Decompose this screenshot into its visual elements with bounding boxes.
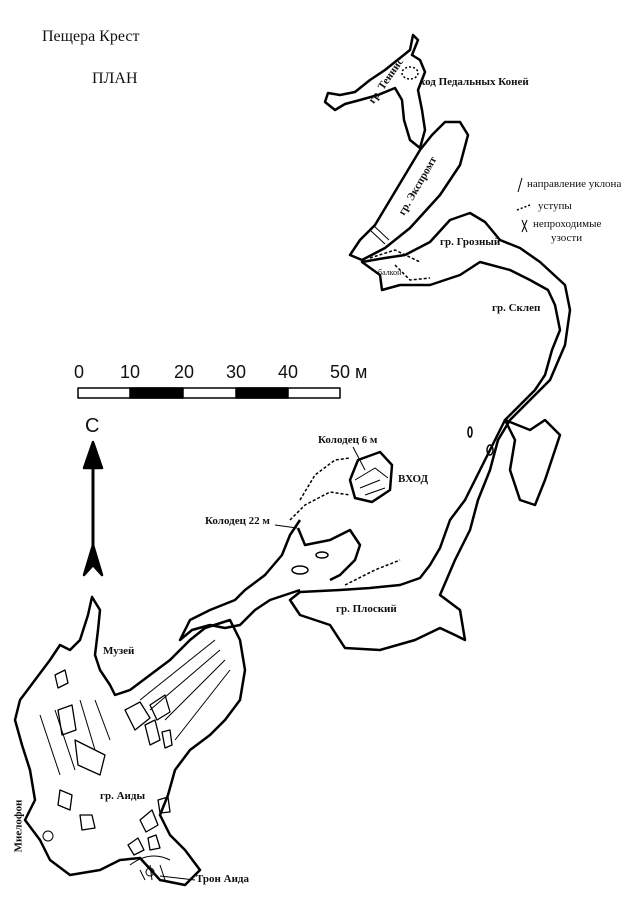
well22-leader-line xyxy=(274,524,298,529)
map-subtitle: ПЛАН xyxy=(92,70,138,87)
grotto-aidy-outline xyxy=(13,595,247,887)
ledges-dashed xyxy=(289,249,431,586)
scale-tick: 0 xyxy=(74,362,85,382)
legend-slope: направление уклона xyxy=(527,178,622,190)
label-well-22m: Колодец 22 м xyxy=(205,515,270,527)
scale-tick: 40 xyxy=(278,362,299,382)
scale-tick: 10 xyxy=(120,362,141,382)
islands xyxy=(291,426,494,575)
label-aidy: гр. Аиды xyxy=(100,790,146,802)
well6-leader-line xyxy=(352,446,366,471)
narrowing-symbol-icon xyxy=(521,219,528,233)
passage-grozny-sklep-outline xyxy=(288,211,572,652)
narrowing-line xyxy=(369,229,386,245)
narrowing-line xyxy=(373,225,390,241)
legend-impassable: непроходимые xyxy=(533,218,602,230)
mielofon-spiral-icon xyxy=(42,830,54,842)
scale-tick: 30 xyxy=(226,362,247,382)
throne-spiral-icon xyxy=(145,867,155,877)
north-label: С xyxy=(85,415,100,437)
side-passage-right xyxy=(503,418,562,507)
legend-impassable-2: узости xyxy=(551,232,583,244)
label-sklep: гр. Склеп xyxy=(492,302,541,314)
label-entrance: ВХОД xyxy=(398,473,429,485)
slope-symbol-icon xyxy=(517,177,523,193)
grotto-tennis-outline xyxy=(323,33,427,150)
label-ploskiy: гр. Плоский xyxy=(336,603,397,615)
ledge-symbol-icon xyxy=(516,204,531,211)
throne-hatching xyxy=(129,855,171,881)
scale-tick: 50 м xyxy=(330,362,368,382)
scale-tick: 20 xyxy=(174,362,195,382)
grotto-ekspromt-outline xyxy=(348,120,470,262)
pedal-passage-mark xyxy=(401,66,419,80)
north-arrow-icon xyxy=(82,440,104,577)
label-museum: Музей xyxy=(103,645,135,657)
throne-leader-line xyxy=(159,875,196,881)
scale-bar xyxy=(77,387,341,399)
legend-ledges: уступы xyxy=(538,200,572,212)
label-balcony: балкон xyxy=(378,268,402,277)
label-mielofon: Миелофон xyxy=(12,799,25,853)
entrance-well-hatching xyxy=(354,467,389,496)
map-title: Пещера Крест xyxy=(42,28,140,45)
label-throne: Трон Аида xyxy=(196,873,249,885)
label-grozny: гр. Грозный xyxy=(440,236,501,248)
slope-lines xyxy=(39,639,231,776)
passage-aidy-outline xyxy=(178,519,362,642)
label-pedal-passage: ход Педальных Коней xyxy=(420,76,529,88)
entrance-well-outline xyxy=(348,450,394,504)
label-well-6m: Колодец 6 м xyxy=(318,434,378,446)
